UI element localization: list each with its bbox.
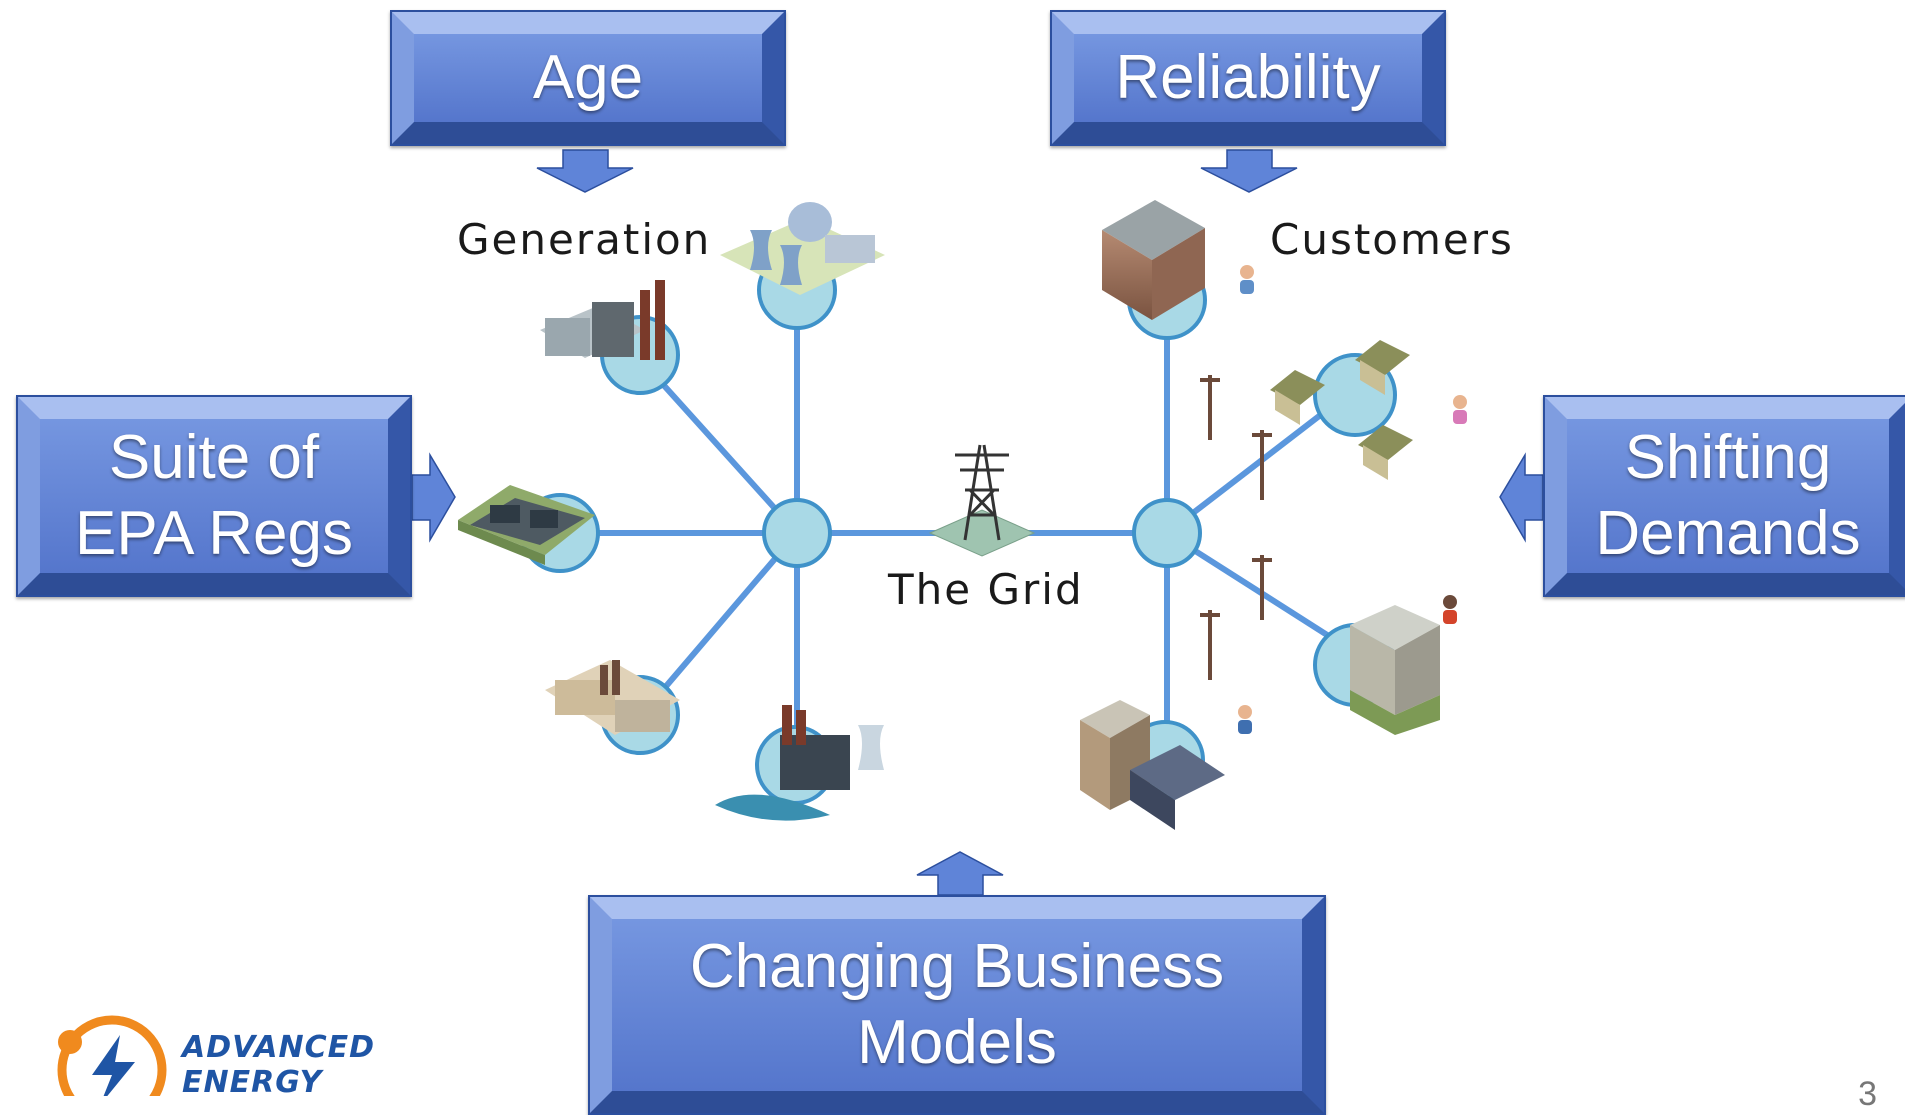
person-icons [1238,265,1467,734]
page-number: 3 [1858,1075,1877,1113]
age-label: Age [414,34,762,122]
logo-line1: ADVANCED [182,1030,376,1065]
transmission-tower-icon [928,444,1036,557]
grid-label: The Grid [888,565,1084,614]
advanced-energy-logo-icon [57,1015,167,1096]
houses-icon [1270,340,1413,480]
reliability-arrow-icon [1200,149,1298,193]
utility-poles-icon [1200,375,1272,680]
commercial-building-icon [1350,605,1440,735]
generation-label: Generation [457,215,712,264]
customer-hub [1132,498,1202,568]
logo-line2: ENERGY [182,1065,323,1100]
factory-plant-icon [545,660,680,735]
reliability-label: Reliability [1074,34,1422,122]
campus-building-icon [1080,700,1225,830]
gas-plant-icon [715,705,884,821]
generation-hub [762,498,832,568]
reliability-box: Reliability [1050,10,1446,146]
customers-label: Customers [1270,215,1514,264]
solar-plant-icon [458,485,595,565]
nuclear-plant-icon [720,202,885,295]
connection-lines [560,290,1342,760]
office-tower-icon [1102,200,1205,320]
shifting-arrow-icon [1499,452,1544,543]
epa-arrow-icon [411,452,456,543]
coal-plant-icon [540,280,665,360]
age-arrow-icon [536,149,634,193]
business-arrow-icon [916,851,1004,896]
age-box: Age [390,10,786,146]
